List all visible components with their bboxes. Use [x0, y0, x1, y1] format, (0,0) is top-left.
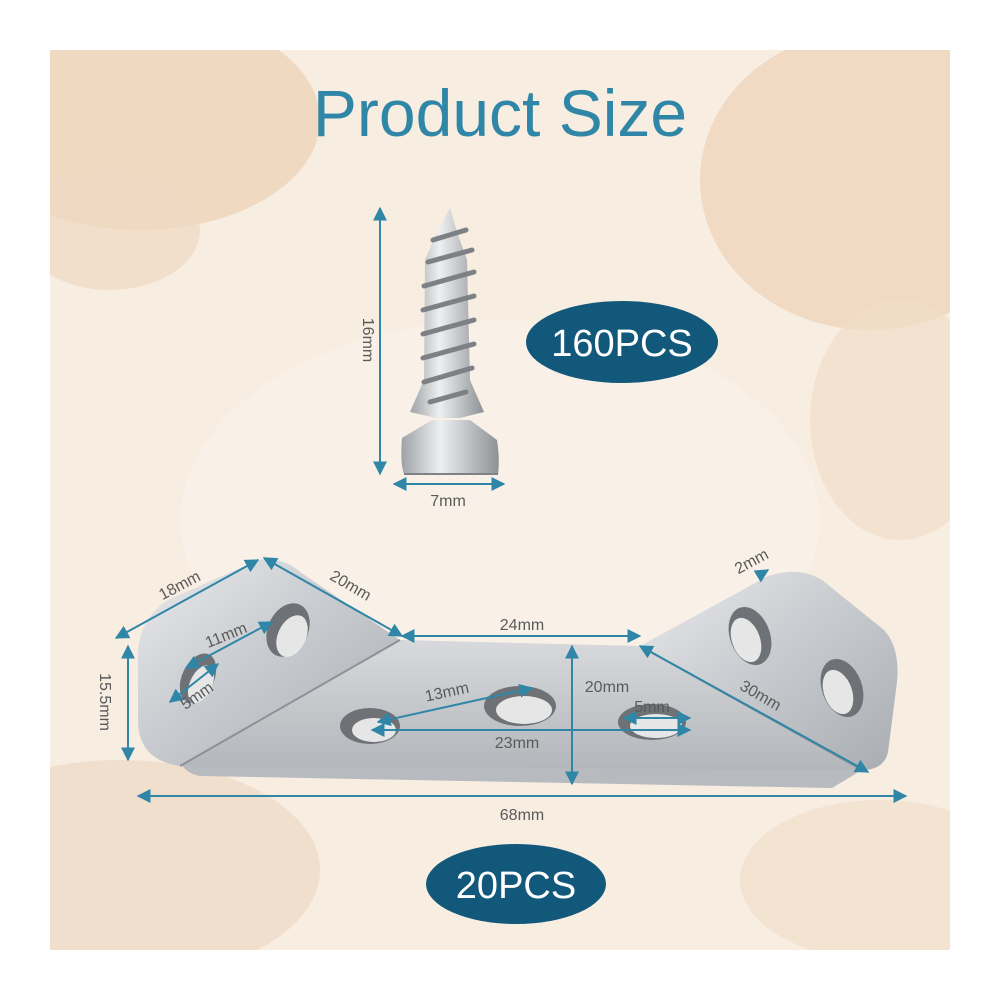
screw-quantity-badge: 160PCS: [526, 301, 718, 383]
dim-line-2mm: [753, 569, 770, 583]
bracket-quantity-label: 20PCS: [456, 865, 576, 907]
label-20mm-center: 20mm: [585, 679, 629, 696]
screw-head-dimension: 7mm: [392, 477, 506, 510]
dim-line-11mm: [184, 621, 274, 669]
page-title: Product Size: [313, 76, 687, 150]
dim-line-20mm-top: [262, 557, 404, 637]
label-23mm: 23mm: [495, 735, 539, 752]
bracket-quantity-badge: 20PCS: [426, 844, 606, 924]
screw-drawing: [401, 208, 499, 475]
dim-line-18mm: [114, 559, 260, 639]
screw-length-label: 16mm: [359, 318, 376, 362]
screw-head-width-label: 7mm: [430, 493, 466, 510]
dim-line-30mm: [638, 645, 870, 773]
bracket-dimension-lines: [114, 557, 908, 803]
label-68mm: 68mm: [500, 807, 544, 824]
watercolor-background: [50, 50, 950, 950]
dim-line-5mm-left: [168, 663, 220, 703]
dim-line-13mm: [376, 683, 534, 727]
product-size-illustration: Product Size 16mm 7mm 160PCS: [50, 50, 950, 950]
screw-length-dimension: 16mm: [359, 206, 387, 476]
product-size-card: Product Size 16mm 7mm 160PCS: [50, 50, 950, 950]
label-24mm: 24mm: [500, 617, 544, 634]
label-15-5mm: 15.5mm: [96, 673, 113, 731]
label-5mm-right: 5mm: [634, 699, 670, 716]
screw-quantity-label: 160PCS: [551, 323, 693, 365]
